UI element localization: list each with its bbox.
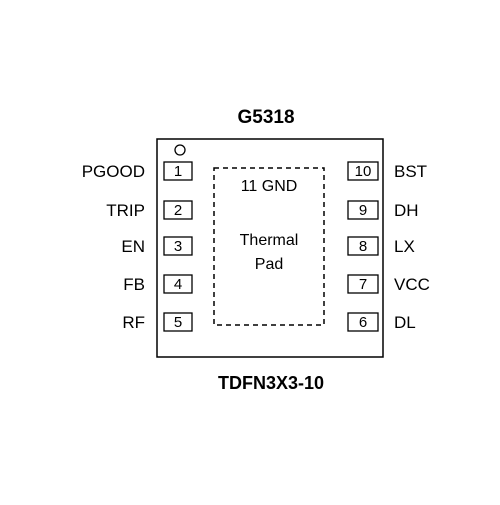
right-pin-7: 7 VCC [347,274,430,294]
pin1-marker-icon [174,144,186,156]
right-pin-7-name: VCC [394,275,430,294]
left-pin-4: 4 FB [123,274,193,294]
right-pin-10-pad [347,161,379,181]
left-pin-4-number: 4 [174,276,182,293]
left-pin-5: 5 RF [122,312,193,332]
right-pin-10-number: 10 [355,163,372,180]
right-pin-7-number: 7 [359,276,367,293]
thermal-pad-line2: Thermal [240,232,299,249]
left-pin-5-number: 5 [174,314,182,331]
left-pin-4-name: FB [123,275,145,294]
package-body [156,138,384,358]
left-pin-2-pad [163,200,193,220]
right-pin-9-number: 9 [359,202,367,219]
right-pin-10-name: BST [394,162,427,181]
left-pin-1-pad [163,161,193,181]
right-pin-8: 8 LX [347,236,415,256]
left-pin-3-name: EN [121,237,145,256]
right-pin-9-pad [347,200,379,220]
chip-title: G5318 [237,107,294,128]
right-pin-6: 6 DL [347,312,416,332]
left-pin-4-pad [163,274,193,294]
thermal-pad-line3: Pad [255,256,283,273]
left-pin-2-number: 2 [174,202,182,219]
left-pin-1: 1 PGOOD [82,161,193,181]
left-pin-5-pad [163,312,193,332]
right-pin-8-pad [347,236,379,256]
package-name: TDFN3X3-10 [218,373,324,393]
left-pin-5-name: RF [122,313,145,332]
right-pin-9: 9 DH [347,200,419,220]
left-pin-1-number: 1 [174,163,182,180]
right-pin-6-number: 6 [359,314,367,331]
left-pin-3-number: 3 [174,238,182,255]
left-pin-3: 3 EN [121,236,193,256]
left-pin-2-name: TRIP [106,201,145,220]
right-pin-10: 10 BST [347,161,427,181]
right-pin-9-name: DH [394,201,419,220]
right-pin-8-name: LX [394,237,415,256]
thermal-pad [213,167,325,326]
left-pin-2: 2 TRIP [106,200,193,220]
right-pin-7-pad [347,274,379,294]
left-pin-3-pad [163,236,193,256]
right-pin-6-name: DL [394,313,416,332]
left-pin-1-name: PGOOD [82,162,145,181]
right-pin-6-pad [347,312,379,332]
thermal-pad-line1: 11 GND [241,178,298,195]
right-pin-8-number: 8 [359,238,367,255]
